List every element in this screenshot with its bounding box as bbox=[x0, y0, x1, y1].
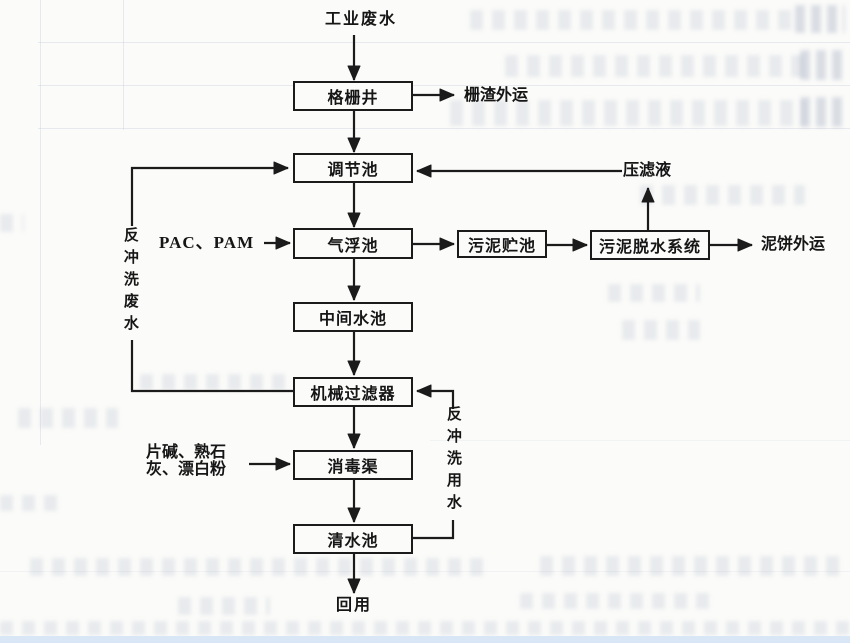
node-grid-well: 格栅井 bbox=[293, 81, 413, 111]
label-chemicals: 片碱、熟石 灰、漂白粉 bbox=[146, 444, 227, 479]
node-regulation-tank: 调节池 bbox=[293, 153, 413, 183]
label-grid-slag-out: 栅渣外运 bbox=[464, 87, 529, 104]
label-pac-pam: PAC、PAM bbox=[159, 233, 255, 252]
label-industrial-wastewater: 工业废水 bbox=[324, 11, 397, 28]
label-chemicals-line1: 片碱、熟石 bbox=[146, 444, 227, 461]
scan-bottom-strip bbox=[0, 636, 850, 643]
node-sludge-dewatering-system: 污泥脱水系统 bbox=[590, 230, 710, 260]
node-intermediate-tank: 中间水池 bbox=[293, 302, 413, 332]
node-disinfection-channel: 消毒渠 bbox=[293, 450, 413, 480]
arrow-backwash-supply-to-filter bbox=[416, 384, 455, 409]
line-filter-to-backwash-waste bbox=[130, 340, 293, 393]
node-clear-water-tank: 清水池 bbox=[293, 524, 413, 554]
label-mud-cake-out: 泥饼外运 bbox=[761, 236, 826, 253]
label-backwash-wastewater: 反冲洗废水 bbox=[121, 227, 138, 337]
arrow-backwash-waste-to-regulation bbox=[130, 161, 289, 226]
label-chemicals-line2: 灰、漂白粉 bbox=[146, 460, 227, 478]
node-sludge-storage-tank: 污泥贮池 bbox=[457, 230, 547, 258]
label-reuse: 回用 bbox=[336, 597, 373, 614]
node-flotation-tank: 气浮池 bbox=[293, 228, 413, 259]
line-clearwater-to-backwash-supply bbox=[412, 520, 455, 540]
label-press-filtrate: 压滤液 bbox=[623, 162, 672, 179]
node-mechanical-filter: 机械过滤器 bbox=[293, 377, 413, 407]
label-backwash-supply-water: 反冲洗用水 bbox=[444, 406, 461, 516]
